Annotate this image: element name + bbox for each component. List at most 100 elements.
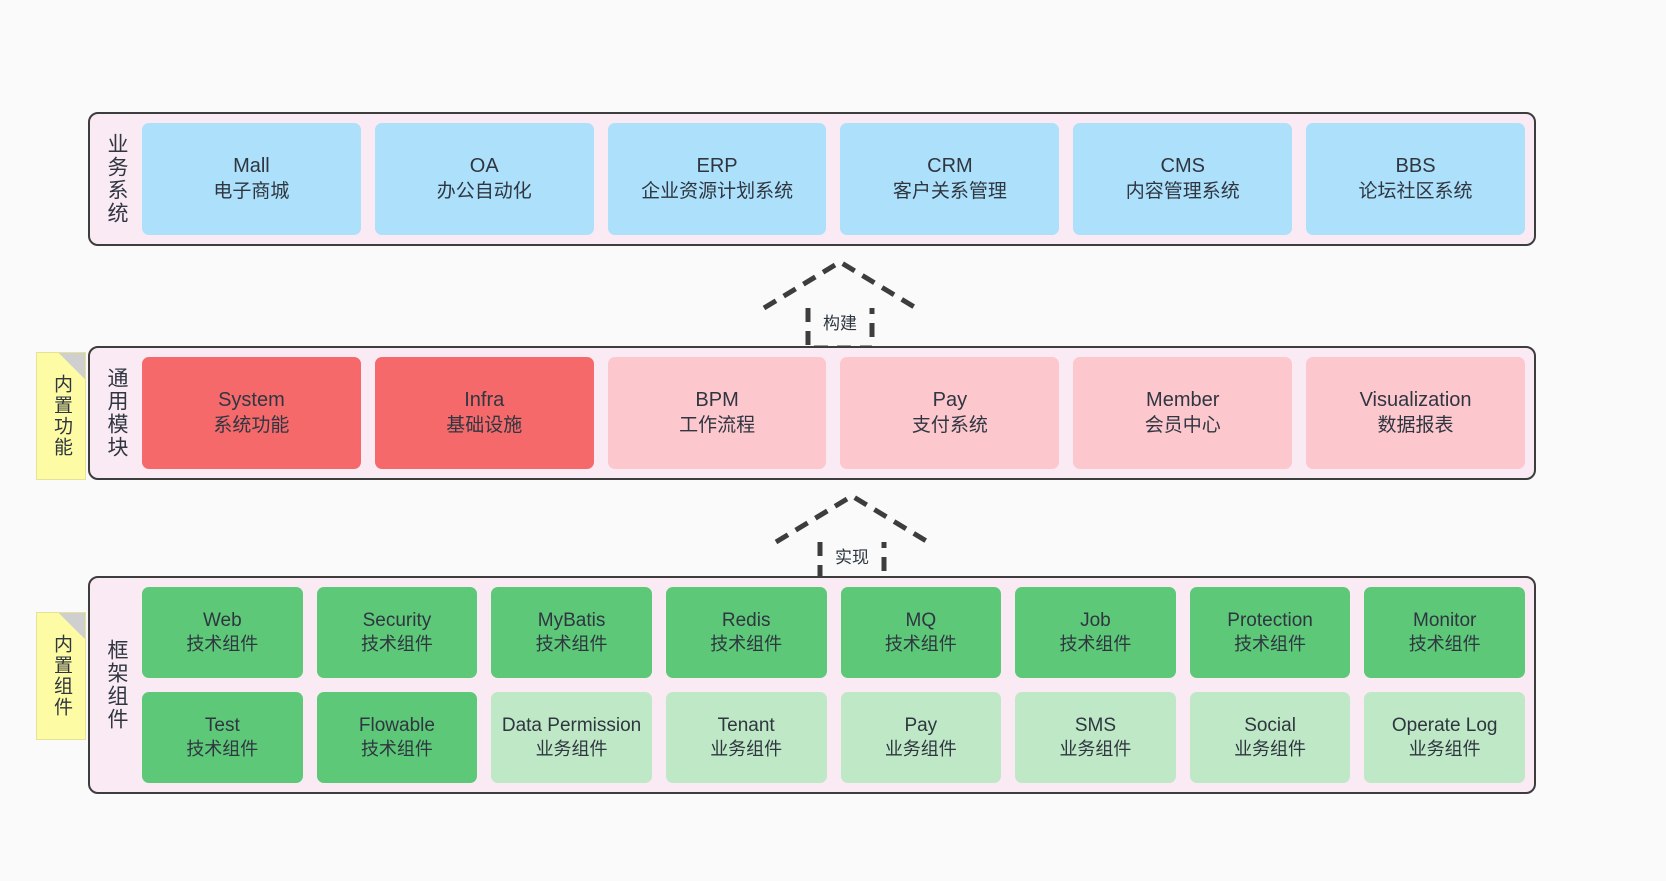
card-title-cn: 技术组件 <box>186 634 259 655</box>
framework-card-tenant[interactable]: Tenant 业务组件 <box>665 692 827 783</box>
card-title-en: CRM <box>927 155 973 178</box>
card-title-en: OA <box>469 155 499 178</box>
framework-card-job[interactable]: Job 技术组件 <box>1015 587 1176 678</box>
card-title-cn: 业务组件 <box>1408 739 1481 760</box>
card-title-cn: 企业资源计划系统 <box>641 180 794 202</box>
card-title-cn: 会员中心 <box>1144 414 1221 436</box>
connector-implement: 实现 <box>772 490 932 586</box>
card-title-cn: 业务组件 <box>1234 739 1307 760</box>
card-title-en: Member <box>1146 389 1220 412</box>
card-title-en: BBS <box>1395 155 1436 178</box>
card-title-cn: 业务组件 <box>1059 739 1132 760</box>
framework-card-redis[interactable]: Redis 技术组件 <box>665 587 827 678</box>
card-title-en: Test <box>204 714 240 736</box>
card-title-en: SMS <box>1074 714 1117 736</box>
card-title-en: Mall <box>233 155 270 178</box>
card-title-en: Protection <box>1227 609 1313 631</box>
card-title-en: MyBatis <box>537 609 606 631</box>
card-title-cn: 技术组件 <box>1408 634 1481 655</box>
card-title-cn: 内容管理系统 <box>1125 180 1240 202</box>
card-title-cn: 系统功能 <box>213 414 290 436</box>
card-title-cn: 办公自动化 <box>436 180 532 202</box>
card-title-cn: 技术组件 <box>1059 634 1132 655</box>
framework-card-mybatis[interactable]: MyBatis 技术组件 <box>491 587 652 678</box>
card-title-en: Data Permission <box>501 714 642 736</box>
card-title-en: Redis <box>721 609 771 631</box>
card-title-cn: 工作流程 <box>679 414 756 436</box>
layer-title-framework: 框架组件 <box>105 639 129 731</box>
card-title-en: Social <box>1244 714 1296 736</box>
note-builtin-feature-label: 内置功能 <box>50 374 72 458</box>
framework-card-security[interactable]: Security 技术组件 <box>316 587 478 678</box>
card-title-en: Visualization <box>1359 389 1472 412</box>
card-title-cn: 技术组件 <box>535 634 608 655</box>
card-title-cn: 技术组件 <box>710 634 783 655</box>
framework-card-social[interactable]: Social 业务组件 <box>1189 692 1351 783</box>
card-title-en: Tenant <box>717 714 775 736</box>
card-title-en: BPM <box>695 389 739 412</box>
framework-card-data-permission[interactable]: Data Permission 业务组件 <box>491 692 652 783</box>
framework-card-web[interactable]: Web 技术组件 <box>142 587 303 678</box>
card-title-cn: 论坛社区系统 <box>1358 180 1473 202</box>
card-title-cn: 技术组件 <box>360 739 433 760</box>
layer-title-business: 业务系统 <box>105 133 129 225</box>
card-title-cn: 支付系统 <box>911 414 988 436</box>
generalization-triangle-implement <box>774 493 930 545</box>
note-builtin-component-label: 内置组件 <box>50 634 72 718</box>
card-title-cn: 技术组件 <box>186 739 259 760</box>
generalization-triangle-build <box>762 259 918 311</box>
card-title-en: Pay <box>932 389 968 412</box>
card-title-en: Security <box>362 609 432 631</box>
card-title-cn: 数据报表 <box>1377 414 1454 436</box>
framework-card-sms[interactable]: SMS 业务组件 <box>1015 692 1176 783</box>
card-title-cn: 基础设施 <box>446 414 523 436</box>
card-title-en: System <box>218 389 285 412</box>
note-builtin-component: 内置组件 <box>36 612 86 740</box>
card-title-en: Flowable <box>358 714 435 736</box>
card-title-en: CMS <box>1160 155 1205 178</box>
card-title-en: Job <box>1080 609 1111 631</box>
card-title-cn: 客户关系管理 <box>892 180 1007 202</box>
card-title-cn: 业务组件 <box>535 739 608 760</box>
connector-stem-build <box>805 308 875 351</box>
card-title-en: Web <box>202 609 242 631</box>
card-title-cn: 业务组件 <box>710 739 783 760</box>
card-title-cn: 电子商城 <box>213 180 290 202</box>
layer-title-module: 通用模块 <box>105 367 129 459</box>
card-title-cn: 技术组件 <box>884 634 957 655</box>
card-title-cn: 技术组件 <box>360 634 433 655</box>
card-title-en: Pay <box>904 714 938 736</box>
framework-card-test[interactable]: Test 技术组件 <box>142 692 303 783</box>
card-title-en: ERP <box>696 155 738 178</box>
connector-build: 构建 <box>760 256 920 352</box>
framework-card-flowable[interactable]: Flowable 技术组件 <box>316 692 478 783</box>
